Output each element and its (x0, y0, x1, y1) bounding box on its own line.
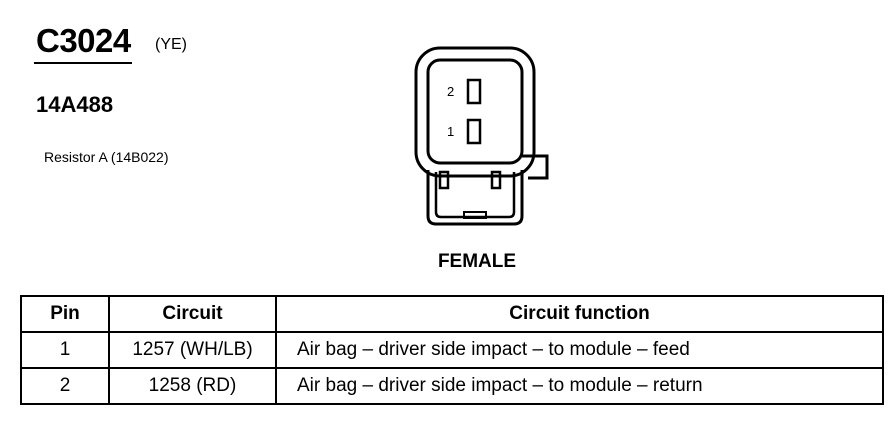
latch-tab (522, 154, 549, 180)
table-row: 2 1258 (RD) Air bag – driver side impact… (20, 367, 884, 405)
connector-shroud (426, 170, 524, 226)
column-header-pin: Pin (20, 295, 110, 333)
part-number: 14A488 (36, 92, 114, 117)
table-row: 1 1257 (WH/LB) Air bag – driver side imp… (20, 331, 884, 369)
circuit-cell: 1257 (WH/LB) (108, 331, 277, 369)
lock-post-left (438, 170, 450, 190)
color-code: (YE) (155, 36, 187, 53)
table-header-row: Pin Circuit Circuit function (20, 295, 884, 333)
pin-1-label: 1 (447, 124, 455, 139)
column-header-circuit: Circuit (108, 295, 277, 333)
pinout-table: Pin Circuit Circuit function 1 1257 (WH/… (20, 295, 884, 405)
gender-label: FEMALE (437, 251, 517, 272)
pin-2-label: 2 (447, 84, 455, 99)
connector-id: C3024 (36, 22, 131, 59)
connector-face (426, 58, 524, 165)
pin-2-terminal (466, 78, 482, 105)
circuit-cell: 1258 (RD) (108, 367, 277, 405)
component-description: Resistor A (14B022) (44, 149, 169, 165)
pin-1-terminal (466, 118, 482, 145)
function-cell: Air bag – driver side impact – to module… (275, 367, 884, 405)
column-header-function: Circuit function (275, 295, 884, 333)
connector-id-underline (34, 62, 132, 64)
lock-post-right (490, 170, 502, 190)
function-cell: Air bag – driver side impact – to module… (275, 331, 884, 369)
connector-housing (414, 46, 536, 178)
connector-key (463, 211, 487, 219)
connector-face-diagram (414, 46, 549, 226)
pin-cell: 2 (20, 367, 110, 405)
pin-cell: 1 (20, 331, 110, 369)
